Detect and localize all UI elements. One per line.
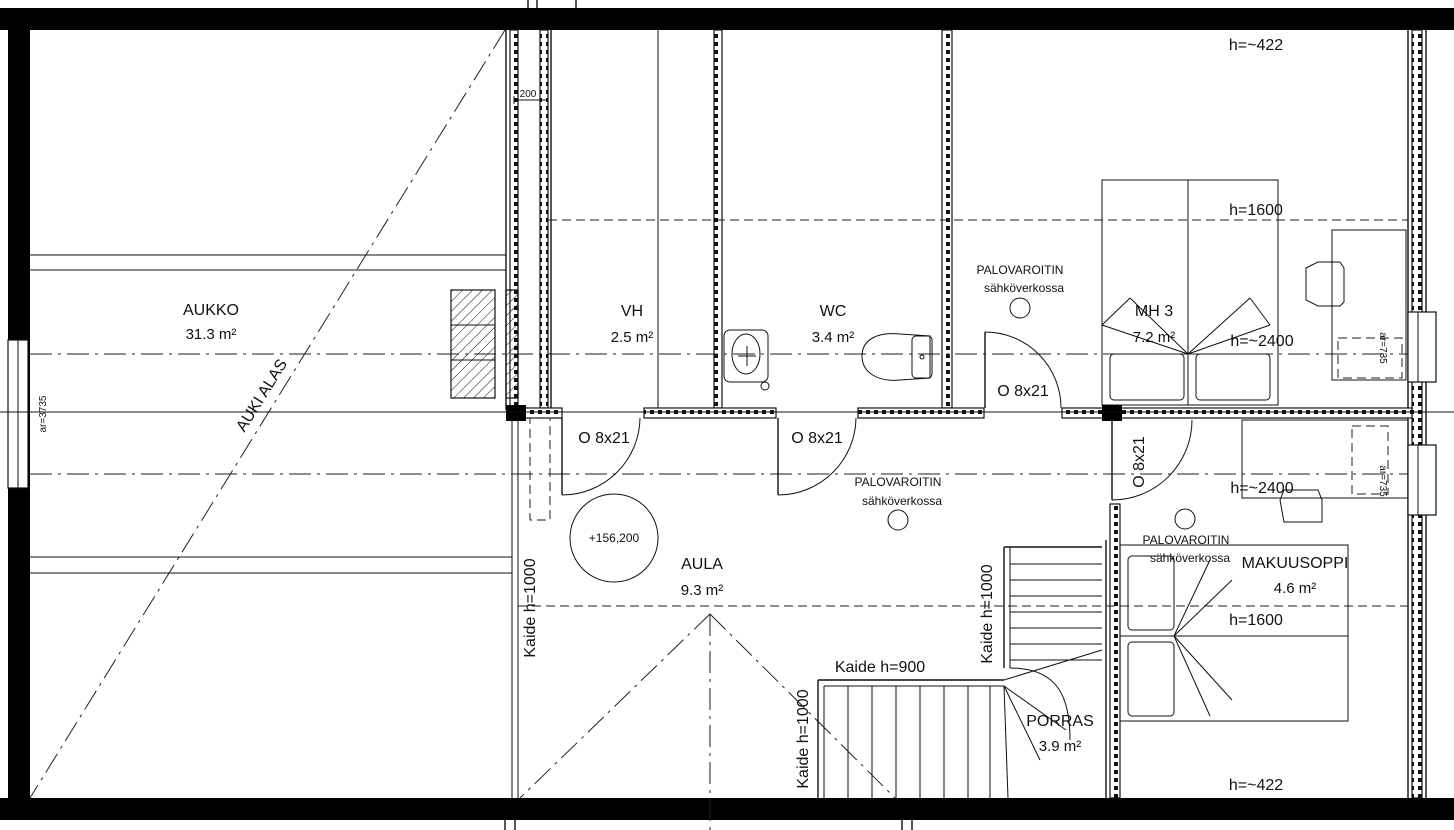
room-area-aukko: 31.3 m² [186, 326, 237, 343]
right-wall [1411, 29, 1423, 799]
room-area-makuusoppi: 4.6 m² [1274, 580, 1317, 597]
chimney [450, 289, 496, 399]
room-name-mh3: MH 3 [1135, 303, 1173, 320]
room-area-aula: 9.3 m² [681, 582, 724, 599]
level-value: +156,200 [589, 531, 640, 545]
height-bottom: h=~422 [1229, 777, 1283, 794]
door-label-mh3: O 8x21 [997, 383, 1049, 400]
room-name-porras: PORRAS [1026, 713, 1094, 730]
wardrobe-mh3 [1101, 179, 1279, 406]
level-marker [569, 493, 659, 583]
height-mh3-1600: h=1600 [1229, 202, 1283, 219]
wardrobe-makuusoppi [1119, 544, 1349, 722]
railing-stair-upper: Kaide h=1000 [979, 564, 996, 663]
door-label-makuusoppi: O 8x21 [1131, 436, 1148, 488]
bottom-wall [0, 798, 1454, 820]
smoke-title-aula: PALOVAROITIN [855, 475, 942, 489]
railing-aula: Kaide h=1000 [522, 558, 539, 657]
smoke-title-makuusoppi: PALOVAROITIN [1143, 533, 1230, 547]
room-area-vh: 2.5 m² [611, 329, 654, 346]
room-name-vh: VH [621, 303, 643, 320]
window-left-dim: ar=3735 [38, 395, 49, 432]
room-name-wc: WC [820, 303, 847, 320]
window-makuusoppi-dim: ar=735 [1377, 465, 1388, 497]
door-wc [777, 417, 857, 496]
height-mh3-2400: h=~2400 [1230, 333, 1293, 350]
room-name-aukko: AUKKO [183, 302, 239, 319]
door-vh [529, 417, 641, 521]
room-name-aula: AULA [681, 556, 723, 573]
height-top: h=~422 [1229, 37, 1283, 54]
door-label-wc: O 8x21 [791, 430, 843, 447]
washbasin [723, 329, 770, 391]
smoke-detector-corridor [1009, 297, 1031, 319]
smoke-title-corridor: PALOVAROITIN [977, 263, 1064, 277]
smoke-sub-corridor: sähköverkossa [984, 281, 1064, 295]
room-name-makuusoppi: MAKUUSOPPI [1242, 555, 1349, 572]
wall-wc-corridor [941, 29, 953, 409]
room-area-mh3: 7.2 m² [1133, 329, 1176, 346]
window-mh3-dim: ar=735 [1377, 332, 1388, 364]
door-mh3 [984, 331, 1062, 409]
wall-vh-wc [713, 29, 723, 409]
desk-mh3 [1305, 229, 1407, 381]
smoke-detector-aula [887, 509, 909, 531]
wall-row [643, 407, 777, 419]
room-area-porras: 3.9 m² [1039, 738, 1082, 755]
dimension-200: 200 [520, 89, 537, 100]
top-wall [0, 8, 1454, 30]
desk-makuusoppi [1241, 419, 1409, 523]
smoke-sub-aula: sähköverkossa [862, 494, 942, 508]
height-corridor-2400: h=~2400 [1230, 480, 1293, 497]
staircase [817, 546, 1103, 799]
height-makuusoppi-1600: h=1600 [1229, 612, 1283, 629]
railing-stair-lower: Kaide h=1000 [795, 689, 812, 788]
wall-makuusoppi [1109, 503, 1121, 799]
door-label-vh: O 8x21 [578, 430, 630, 447]
room-area-wc: 3.4 m² [812, 329, 855, 346]
railing-stair-top: Kaide h=900 [835, 659, 925, 676]
toilet [861, 333, 933, 381]
smoke-detector-makuusoppi [1174, 508, 1196, 530]
door-makuusoppi [1111, 419, 1193, 501]
smoke-sub-makuusoppi: sähköverkossa [1150, 551, 1230, 565]
